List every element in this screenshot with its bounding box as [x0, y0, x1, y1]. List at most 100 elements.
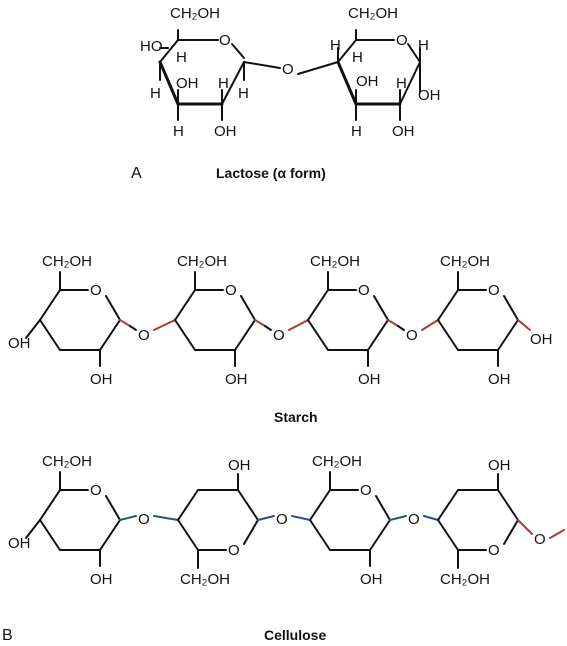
bond — [39, 489, 61, 521]
bond — [39, 519, 61, 551]
bond — [517, 519, 533, 535]
atom-label: CH₂OH — [180, 571, 230, 588]
atom-label: O — [138, 511, 150, 528]
bond — [437, 489, 459, 521]
bond — [437, 519, 459, 551]
atom-label: OH — [488, 371, 511, 388]
bond — [437, 289, 459, 321]
atom-label: CH₂OH — [440, 253, 490, 270]
bond — [174, 319, 196, 351]
atom-label: HO — [140, 38, 163, 55]
bond — [288, 319, 309, 331]
atom-label: O — [282, 61, 294, 78]
atom-label: CH₂OH — [42, 253, 92, 270]
atom-label: H — [173, 123, 184, 140]
atom-label: OH — [488, 457, 511, 474]
atom-label: CH₂OH — [440, 571, 490, 588]
bond — [39, 319, 61, 351]
bond — [174, 289, 196, 321]
atom-label: OH — [8, 535, 31, 552]
bond — [503, 519, 519, 545]
bond — [423, 515, 439, 521]
atom-label: OH — [90, 371, 113, 388]
atom-label: OH — [214, 123, 237, 140]
atom-label: OH — [225, 371, 248, 388]
bond — [369, 519, 391, 551]
caption-starch: Starch — [274, 409, 318, 425]
bond — [119, 515, 137, 521]
lactose-ring-glucose: CH₂OH O H H OH H H OH H OH — [330, 5, 441, 140]
atom-label: OH — [530, 331, 553, 348]
bond — [497, 319, 519, 351]
atom-label: CH₂OH — [42, 453, 92, 470]
bond — [517, 319, 531, 331]
atom-label: H — [238, 85, 249, 102]
bond — [309, 489, 331, 521]
atom-label: CH₂OH — [177, 253, 227, 270]
bond — [373, 295, 389, 321]
atom-label: CH₂OH — [310, 253, 360, 270]
bond — [105, 495, 121, 521]
bond — [129, 325, 137, 331]
bond — [119, 319, 131, 327]
bond — [153, 319, 176, 331]
atom-label: H — [218, 75, 229, 92]
bond — [421, 319, 439, 331]
atom-label: O — [90, 282, 102, 299]
panel-label-b: B — [2, 627, 13, 644]
atom-label: OH — [360, 571, 383, 588]
atom-label: O — [219, 32, 231, 49]
bond — [307, 319, 329, 351]
atom-label: H — [352, 49, 363, 66]
bond — [437, 319, 459, 351]
atom-label: O — [396, 32, 408, 49]
bond — [237, 489, 259, 521]
bond — [240, 295, 256, 321]
bond — [243, 519, 259, 545]
atom-label: O — [273, 327, 285, 344]
bond — [153, 515, 179, 521]
bond — [105, 295, 121, 321]
bond — [25, 519, 41, 539]
atom-label: OH — [418, 87, 441, 104]
atom-label: CH₂OH — [170, 5, 220, 22]
atom-label: CH₂OH — [348, 5, 398, 22]
atom-label: OH — [356, 73, 379, 90]
atom-label: O — [90, 482, 102, 499]
atom-label: O — [406, 327, 418, 344]
bond — [307, 289, 329, 321]
atom-label: O — [276, 511, 288, 528]
bond — [397, 325, 405, 331]
atom-label: H — [351, 123, 362, 140]
bond — [549, 529, 565, 539]
atom-label: OH — [176, 75, 199, 92]
bond — [309, 519, 331, 551]
bond — [367, 319, 389, 351]
atom-label: H — [418, 37, 429, 54]
bond — [99, 319, 121, 351]
atom-label: H — [396, 75, 407, 92]
atom-label: OH — [90, 571, 113, 588]
bond — [387, 319, 399, 327]
atom-label: H — [176, 49, 187, 66]
bond — [254, 319, 266, 327]
lactose-ring-galactose: CH₂OH O HO H H OH H OH H H — [140, 5, 249, 140]
caption-lactose: Lactose (α form) — [216, 165, 326, 181]
bond — [257, 515, 275, 521]
bond — [25, 319, 41, 339]
bond — [497, 489, 519, 521]
atom-label: H — [330, 37, 341, 54]
atom-label: H — [150, 85, 161, 102]
atom-label: OH — [228, 457, 251, 474]
atom-label: O — [225, 282, 237, 299]
bond — [177, 489, 199, 521]
lactose-structure: CH₂OH O HO H H OH H OH H H O — [131, 5, 441, 182]
bond — [503, 295, 519, 321]
atom-label: OH — [358, 371, 381, 388]
atom-label: O — [228, 542, 240, 559]
bond — [375, 495, 391, 521]
atom-label: OH — [8, 335, 31, 352]
